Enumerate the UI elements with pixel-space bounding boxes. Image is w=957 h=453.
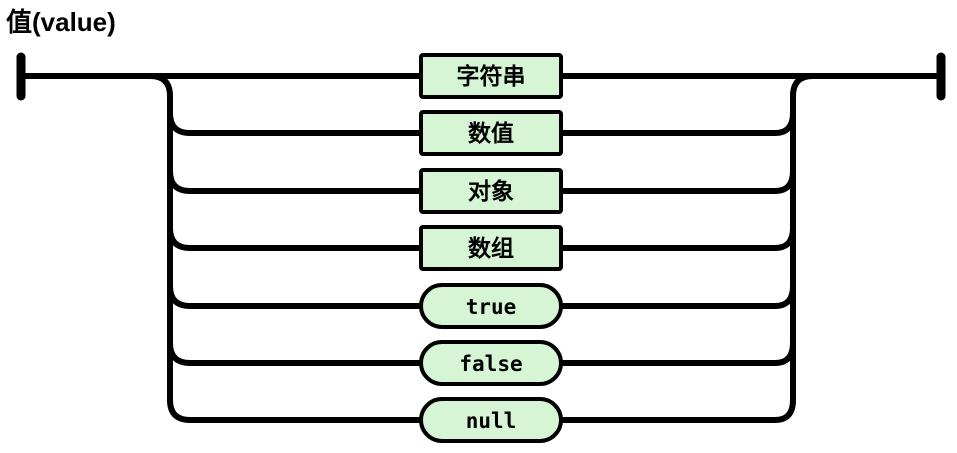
node-object-label: 对象 <box>468 178 514 204</box>
rule-title: 值(value) <box>6 7 116 37</box>
node-object: 对象 <box>419 168 563 214</box>
node-number: 数值 <box>419 110 563 156</box>
node-string-box <box>419 53 563 99</box>
node-null: null <box>419 397 563 443</box>
node-false-label: false <box>459 352 522 376</box>
node-false: false <box>419 340 563 386</box>
node-array-label: 数组 <box>468 235 514 261</box>
node-array-box <box>419 225 563 271</box>
node-number-box <box>419 110 563 156</box>
node-true-pill <box>419 283 563 329</box>
branch-nodes: 字符串 数值 对象 数组 true false <box>419 53 563 443</box>
node-number-label: 数值 <box>468 120 514 146</box>
node-true-label: true <box>466 295 517 319</box>
node-array: 数组 <box>419 225 563 271</box>
node-false-pill <box>419 340 563 386</box>
node-null-label: null <box>466 409 517 433</box>
node-null-pill <box>419 397 563 443</box>
node-object-box <box>419 168 563 214</box>
node-string: 字符串 <box>419 53 563 99</box>
node-true: true <box>419 283 563 329</box>
node-string-label: 字符串 <box>457 63 526 89</box>
